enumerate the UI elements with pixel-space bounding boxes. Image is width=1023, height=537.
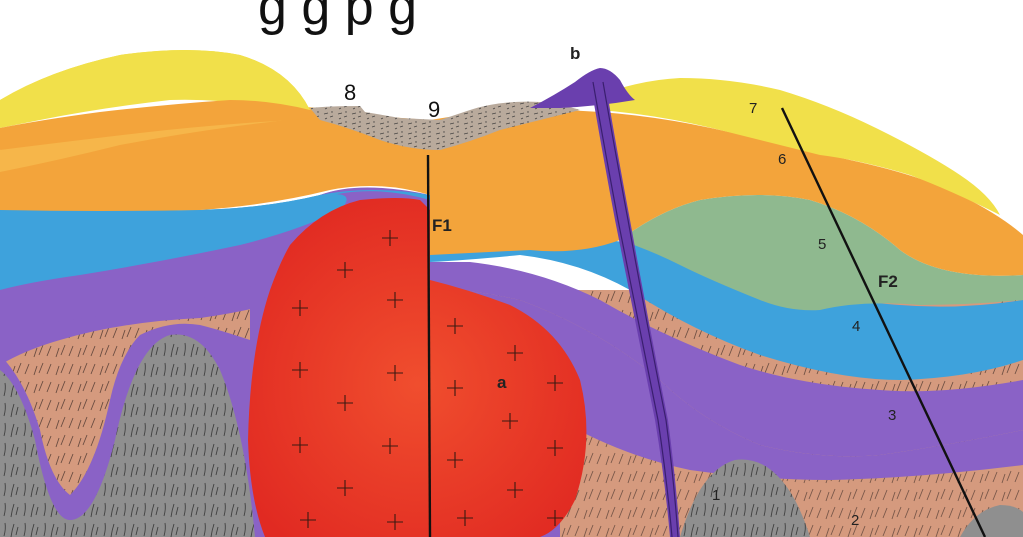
- label-3: 3: [888, 407, 896, 424]
- label-1: 1: [712, 487, 720, 504]
- label-2: 2: [851, 512, 859, 529]
- label-a: a: [497, 373, 507, 392]
- label-7: 7: [749, 100, 757, 117]
- label-f1: F1: [432, 216, 452, 235]
- label-b: b: [570, 44, 580, 63]
- label-f2: F2: [878, 272, 898, 291]
- title-fragment: g g p g: [258, 0, 417, 36]
- label-4: 4: [852, 318, 860, 335]
- label-9: 9: [428, 97, 440, 122]
- label-8: 8: [344, 80, 356, 105]
- label-5: 5: [818, 236, 826, 253]
- label-6: 6: [778, 151, 786, 168]
